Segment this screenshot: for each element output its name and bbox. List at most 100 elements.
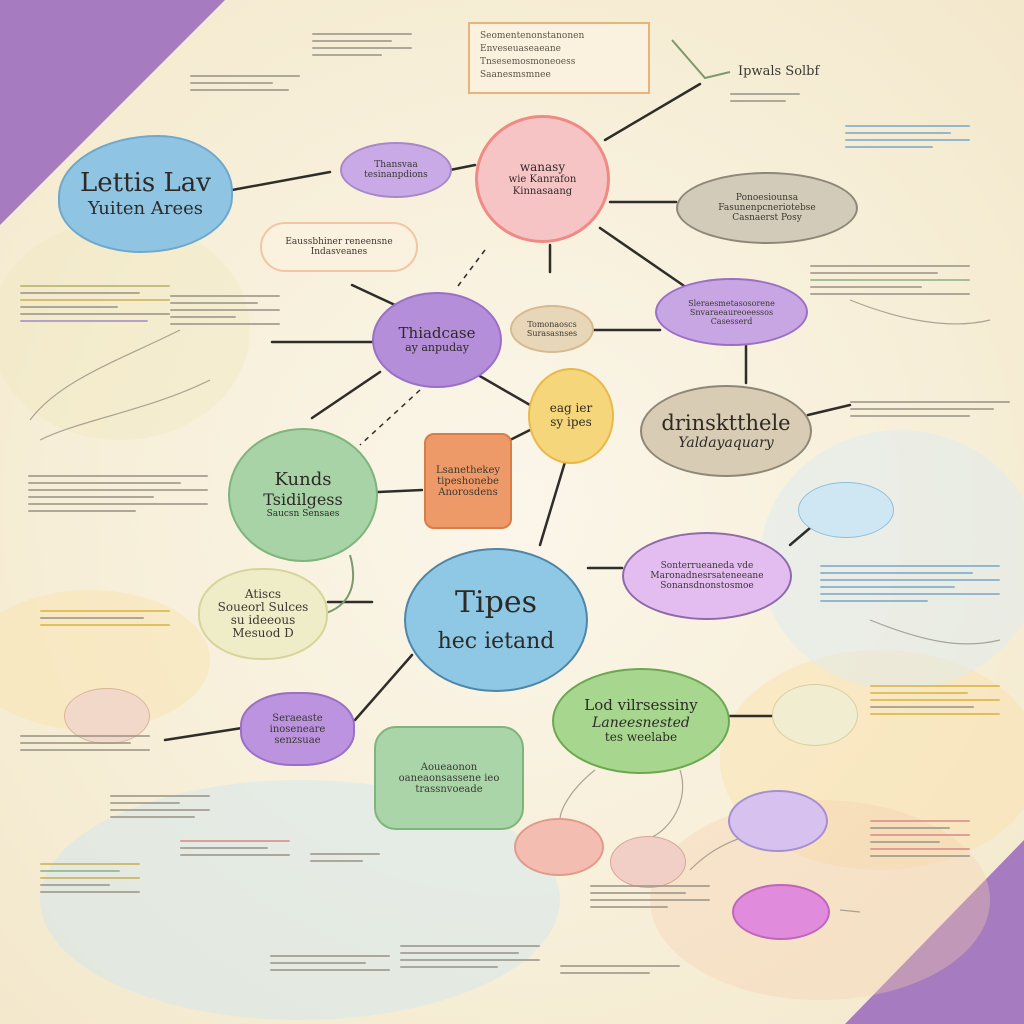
scribble-notes [40, 605, 170, 631]
node-top-pink: wanasy wie Kanrafon Kinnasaang [475, 115, 610, 243]
node-line: Lsanethekey [435, 464, 501, 476]
top-box-line-3: Tnsesemosmoneoess [480, 57, 576, 67]
node-small-purple-top: Thansvaa tesinanpdions [340, 142, 452, 198]
node-line: tesinanpdions [364, 170, 428, 180]
node-title: eag ier [549, 401, 593, 416]
node-right-purple: Sleraesmetasosorene Snvaraeaureoeessos C… [655, 278, 808, 346]
node-line: Casnaerst Posy [732, 213, 802, 223]
scribble-notes [110, 790, 210, 823]
node-tan-small: Tomonaoscs Surasasnses [510, 305, 594, 353]
node-right-grey: Ponoesiounsa Fasunenpcneriotebse Casnaer… [676, 172, 858, 244]
node-line: wie Kanrafon [508, 174, 577, 186]
node-line: Surasasnses [526, 329, 578, 338]
node-title: Kunds [274, 469, 332, 491]
node-line: Tomonaoscs [527, 320, 577, 329]
bubble-lavender-small [728, 790, 828, 852]
scribble-notes [810, 260, 970, 300]
top-text-box: Seomentenonstanonen Enveseuaseaeane Tnse… [468, 22, 650, 94]
node-line: Maronadnesrsateneeane [650, 571, 764, 581]
node-upper-note: Eaussbhiner reneensne Indasveanes [260, 222, 418, 272]
node-line: tes weelabe [604, 729, 678, 744]
corner-bottom-right [845, 840, 1024, 1024]
node-line: Sleraesmetasosorene [688, 298, 775, 308]
bubble-peach-left [64, 688, 150, 744]
node-lower-green-box: Aoueaonon oaneaonsassene ieo trassnvoead… [374, 726, 524, 830]
node-line: Soueorl Sulces [217, 599, 309, 614]
scribble-notes [870, 815, 970, 862]
node-left-green: Kunds Tsidilgess Saucsn Sensaes [228, 428, 378, 562]
top-right-note: Ipwals Solbf [738, 64, 820, 79]
node-title: wanasy [519, 159, 566, 174]
node-line: Eaussbhiner reneensne [285, 237, 393, 247]
scribble-notes [560, 960, 680, 979]
node-line: oaneaonsassene ieo [398, 772, 500, 784]
node-left-cream: Atiscs Soueorl Sulces su ideeous Mesuod … [198, 568, 328, 660]
node-subtitle: ay anpuday [405, 341, 469, 355]
node-line: Snvaraeaureoeessos [689, 307, 774, 317]
scribble-notes [20, 730, 150, 756]
corner-top-left [0, 0, 225, 225]
node-line: Aoueaonon [420, 761, 478, 773]
node-lower-green-oval: Lod vilrsessiny Laneesnested tes weelabe [552, 668, 730, 774]
node-subtitle: Yaldayaquary [678, 435, 774, 452]
top-box-line-2: Enveseuaseaeane [480, 44, 562, 54]
node-lower-purple: Seraeaste inoseneare senzsuae [240, 692, 355, 766]
top-box-line-1: Seomentenonstanonen [480, 31, 585, 41]
node-line: Indasveanes [310, 247, 368, 257]
scribble-notes [730, 88, 800, 107]
node-yellow-small: eag ier sy ipes [528, 368, 614, 464]
node-title: Lod vilrsessiny [584, 696, 698, 715]
node-right-taupe: drinsktthele Yaldayaquary [640, 385, 812, 477]
node-line: tipeshonebe [437, 475, 499, 487]
scribble-notes [180, 835, 290, 861]
scribble-notes [590, 880, 710, 913]
node-line: trassnvoeade [415, 783, 483, 795]
node-title: Tipes [455, 585, 537, 621]
node-line: Kinnasaang [512, 185, 573, 197]
scribble-notes [270, 950, 390, 976]
scribble-notes [20, 280, 170, 327]
node-line: Ponoesiounsa [735, 193, 799, 203]
node-line: Seraeaste [272, 712, 323, 724]
node-line: Fasunenpcneriotebse [718, 203, 816, 213]
node-subtitle: hec ietand [437, 628, 555, 654]
node-line: inoseneare [269, 723, 326, 735]
node-line: senzsuae [274, 734, 321, 746]
bubble-pink-small [514, 818, 604, 876]
scribble-notes [845, 120, 970, 153]
scribble-notes [310, 848, 380, 867]
scribble-notes [820, 560, 1000, 607]
scribble-notes [190, 70, 300, 96]
node-line: Sonansdnonstosmoe [660, 581, 754, 591]
node-lilac-oval: Sonterrueaneda vde Maronadnesrsateneeane… [622, 532, 792, 620]
bubble-rose-small [610, 836, 686, 888]
node-center-blue: Tipes hec ietand [404, 548, 588, 692]
node-top-left-blue: Lettis Lav Yuiten Arees [58, 135, 233, 253]
node-title: drinsktthele [661, 410, 791, 435]
node-subtitle: sy ipes [550, 415, 592, 429]
scribble-notes [170, 290, 280, 330]
node-line: Thansvaa [374, 160, 418, 170]
scribble-notes [40, 858, 140, 898]
top-box-line-4: Saanesmsmnee [480, 70, 551, 80]
node-subtitle: Yuiten Arees [87, 197, 203, 219]
node-title: Lettis Lav [80, 167, 211, 198]
bubble-blue-right [798, 482, 894, 538]
node-subtitle: Laneesnested [592, 714, 690, 731]
bubble-cream-small [772, 684, 858, 746]
node-title: Thiadcase [398, 324, 476, 343]
node-center-purple: Thiadcase ay anpuday [372, 292, 502, 388]
node-line: Atiscs [244, 586, 282, 601]
node-line: Sonterrueaneda vde [660, 561, 754, 571]
node-line: Saucsn Sensaes [266, 509, 340, 520]
scribble-notes [312, 28, 412, 61]
node-subtitle: Tsidilgess [263, 489, 343, 509]
scribble-notes [850, 396, 1010, 422]
node-line: Casesserd [710, 316, 753, 326]
scribble-notes [400, 940, 540, 973]
scribble-notes [870, 680, 1000, 720]
bubble-magenta-small [732, 884, 830, 940]
node-orange-box: Lsanethekey tipeshonebe Anorosdens [424, 433, 512, 529]
scribble-notes [28, 470, 208, 517]
